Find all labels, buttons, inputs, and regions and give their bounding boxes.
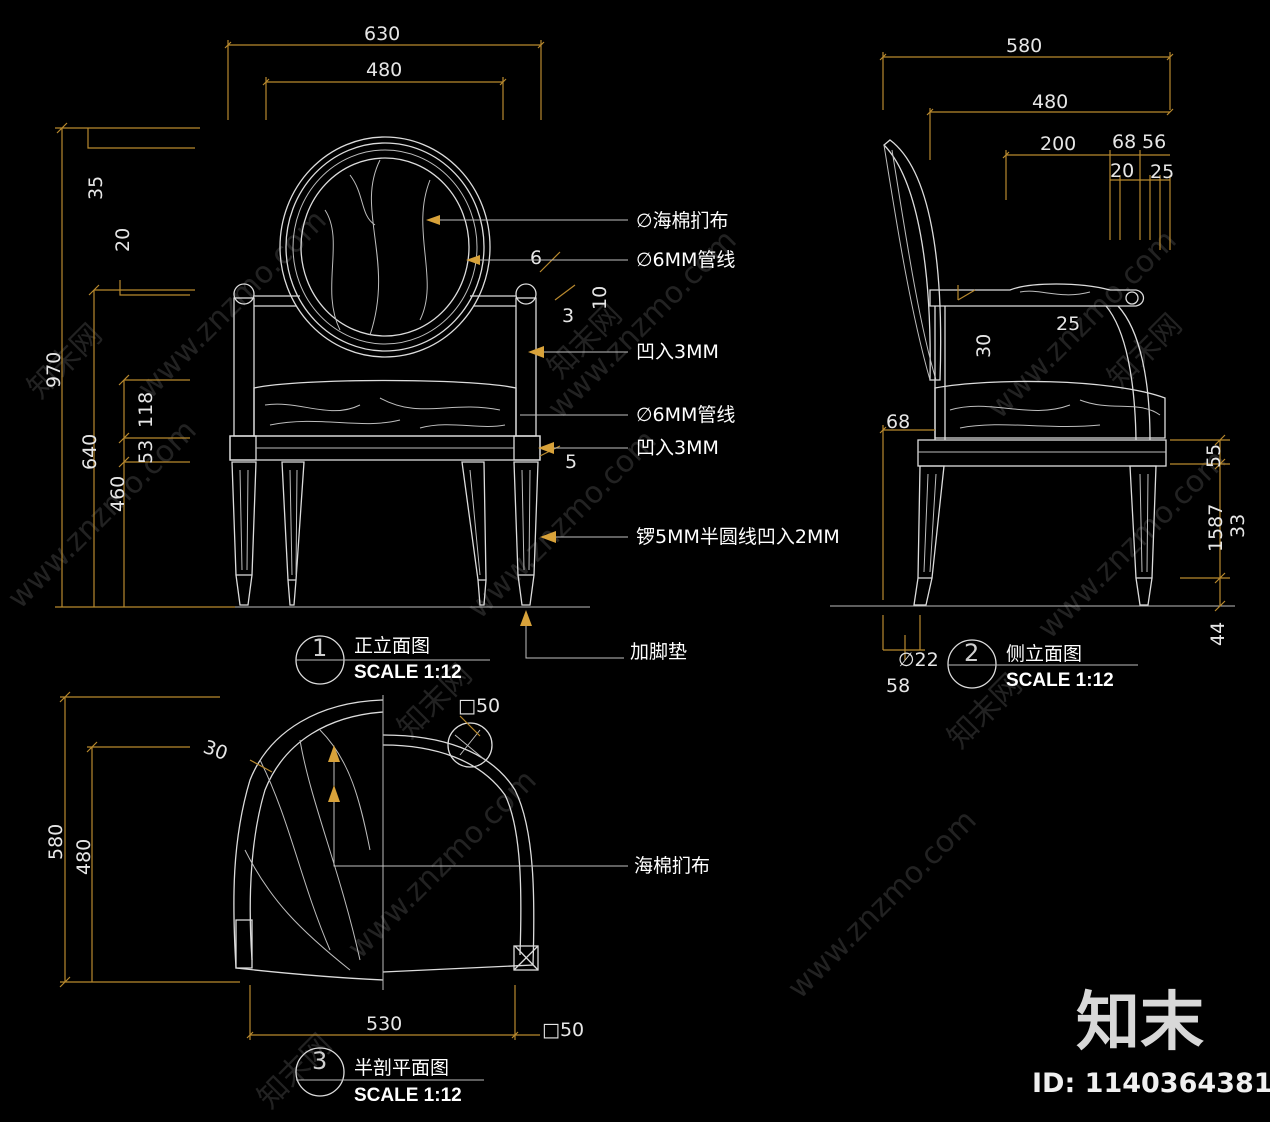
callout-foot-pad: 加脚垫 bbox=[630, 641, 687, 663]
callout-sponge-fabric: ∅海棉扪布 bbox=[636, 210, 729, 232]
plan-view-title: 3 半剖平面图 SCALE 1:12 bbox=[295, 1047, 484, 1106]
front-apron bbox=[229, 435, 541, 461]
side-view-scale: SCALE 1:12 bbox=[1006, 670, 1114, 691]
dim-3: 3 bbox=[562, 305, 574, 327]
view-number-3: 3 bbox=[312, 1047, 327, 1075]
front-callouts: ∅海棉扪布 ∅6MM管线 凹入3MM ∅6MM管线 凹入3MM 锣5MM半圆线凹… bbox=[426, 210, 840, 663]
dim-plan-30: 30 bbox=[200, 736, 230, 765]
dim-foot-58: 58 bbox=[886, 675, 910, 697]
side-backrest bbox=[883, 139, 942, 381]
watermark-text: www.znzmo.com bbox=[781, 803, 984, 1006]
dim-10: 10 bbox=[589, 286, 611, 310]
view-number-2: 2 bbox=[964, 639, 979, 667]
dim-5: 5 bbox=[565, 451, 577, 473]
watermark-text: www.znzmo.com bbox=[341, 763, 544, 966]
front-dimensions: 630 480 35 20 970 640 460 118 53 6 10 3 … bbox=[43, 23, 611, 608]
dim-arm-30: 30 bbox=[973, 334, 995, 358]
side-arm bbox=[929, 283, 1151, 441]
image-id-label: ID: 1140364381 bbox=[1032, 1068, 1270, 1099]
dim-side-20: 20 bbox=[1110, 160, 1134, 182]
front-view-title: 1 正立面图 SCALE 1:12 bbox=[295, 634, 490, 685]
dim-arm-25: 25 bbox=[1056, 313, 1080, 335]
watermark-text: www.znzmo.com bbox=[1, 413, 204, 616]
dim-970: 970 bbox=[43, 352, 65, 388]
front-posts bbox=[233, 283, 537, 437]
dim-55: 55 bbox=[1203, 444, 1225, 468]
side-view-title-text: 侧立面图 bbox=[1006, 643, 1082, 665]
dim-side-480: 480 bbox=[1032, 91, 1068, 113]
view-number-1: 1 bbox=[312, 634, 327, 662]
dim-plan-530: 530 bbox=[366, 1013, 402, 1035]
dim-630: 630 bbox=[364, 23, 400, 45]
front-seat-cushion bbox=[253, 379, 517, 437]
dim-foot-22: ∅22 bbox=[898, 649, 939, 671]
plan-callouts: 海棉扪布 bbox=[328, 745, 710, 877]
callout-piping-6mm: ∅6MM管线 bbox=[636, 249, 735, 271]
front-view-title-text: 正立面图 bbox=[354, 635, 430, 657]
front-legs bbox=[231, 461, 539, 606]
watermark-brand: 知末网 bbox=[21, 317, 109, 405]
dim-480: 480 bbox=[366, 59, 402, 81]
dim-20: 20 bbox=[112, 228, 134, 252]
front-elevation-view: 630 480 35 20 970 640 460 118 53 6 10 3 … bbox=[43, 23, 840, 685]
callout-piping-6mm-seat: ∅6MM管线 bbox=[636, 404, 735, 426]
dim-plan-50-bottom: □50 bbox=[542, 1019, 584, 1041]
side-dimensions: 580 480 200 68 56 20 25 30 25 68 55 33 1… bbox=[879, 35, 1249, 697]
side-view-title: 2 侧立面图 SCALE 1:12 bbox=[947, 639, 1138, 691]
side-seat bbox=[934, 380, 1166, 439]
dim-plan-580: 580 bbox=[45, 824, 67, 860]
brand-logo-text: 知末 bbox=[1076, 986, 1204, 1060]
dim-plan-50-top: □50 bbox=[458, 695, 500, 717]
plan-view-title-text: 半剖平面图 bbox=[354, 1057, 449, 1079]
branding: 知末 ID: 1140364381 bbox=[1032, 986, 1270, 1099]
front-view-scale: SCALE 1:12 bbox=[354, 662, 462, 683]
dim-1587: 1587 bbox=[1205, 504, 1227, 552]
plan-dimensions: 580 480 30 530 □50 □50 bbox=[45, 691, 584, 1041]
dim-6: 6 bbox=[530, 247, 542, 269]
dim-33: 33 bbox=[1227, 514, 1249, 538]
dim-640: 640 bbox=[79, 434, 101, 470]
dim-68: 68 bbox=[1112, 131, 1136, 153]
dim-56: 56 bbox=[1142, 131, 1166, 153]
dim-460: 460 bbox=[107, 476, 129, 512]
dim-back-68: 68 bbox=[886, 411, 910, 433]
watermark-brand: 知末网 bbox=[1101, 307, 1189, 395]
dim-580: 580 bbox=[1006, 35, 1042, 57]
dim-118: 118 bbox=[135, 392, 157, 428]
dim-53: 53 bbox=[135, 440, 157, 464]
callout-plan-sponge-fabric: 海棉扪布 bbox=[634, 855, 710, 877]
dim-44: 44 bbox=[1207, 622, 1229, 646]
callout-recess-3mm-rail: 凹入3MM bbox=[636, 437, 719, 459]
callout-leg-groove: 锣5MM半圆线凹入2MM bbox=[636, 526, 840, 548]
plan-view: 580 480 30 530 □50 □50 海棉扪布 3 半剖平面图 SCAL… bbox=[45, 691, 710, 1106]
watermark-text: www.znzmo.com bbox=[1031, 443, 1234, 646]
dim-35: 35 bbox=[85, 176, 107, 200]
side-legs bbox=[913, 306, 1157, 606]
dim-side-25: 25 bbox=[1150, 161, 1174, 183]
dim-200: 200 bbox=[1040, 133, 1076, 155]
dim-plan-480: 480 bbox=[73, 839, 95, 875]
callout-recess-3mm: 凹入3MM bbox=[636, 341, 719, 363]
watermark-text: www.znzmo.com bbox=[461, 423, 664, 626]
plan-view-scale: SCALE 1:12 bbox=[354, 1085, 462, 1106]
plan-outline bbox=[233, 695, 539, 990]
side-elevation-view: 580 480 200 68 56 20 25 30 25 68 55 33 1… bbox=[830, 35, 1249, 697]
oval-backrest bbox=[279, 136, 491, 358]
side-apron bbox=[917, 439, 1167, 467]
